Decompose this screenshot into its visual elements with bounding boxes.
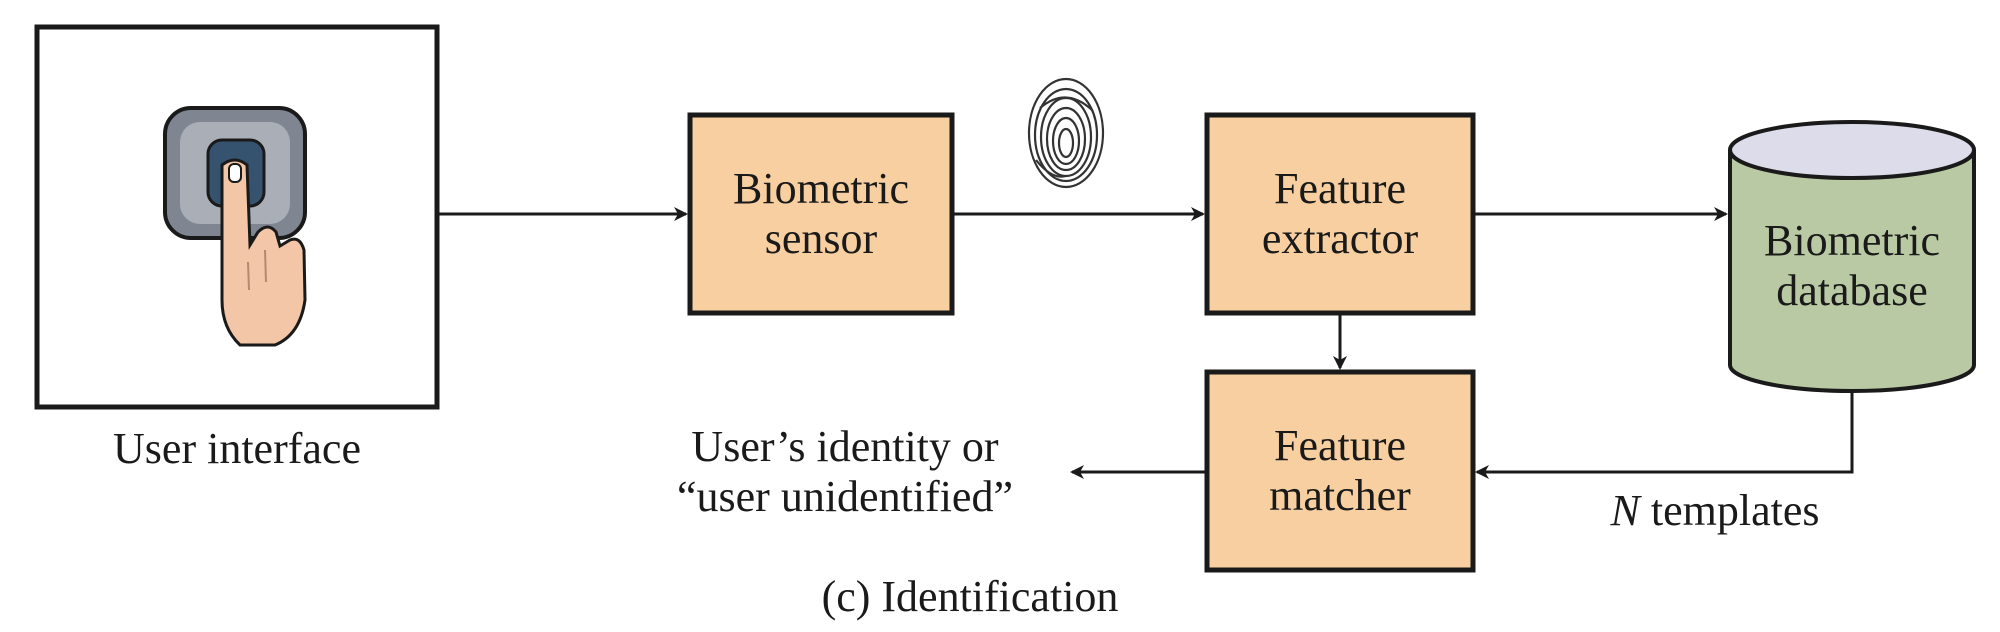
biometric-sensor-label: Biometric sensor [690, 164, 952, 264]
n-templates-label: N templates [1565, 486, 1865, 536]
feature-extractor-line1: Feature [1274, 164, 1406, 213]
feature-extractor-label: Feature extractor [1207, 164, 1473, 264]
biometric-database-line2: database [1776, 266, 1928, 315]
edge-database-to-matcher [1475, 391, 1854, 479]
n-templates-rest: templates [1639, 486, 1820, 535]
output-label: User’s identity or “user unidentified” [620, 422, 1070, 522]
feature-matcher-line1: Feature [1274, 421, 1406, 470]
biometric-sensor-line1: Biometric [733, 164, 909, 213]
feature-extractor-line2: extractor [1261, 214, 1419, 263]
feature-matcher-label: Feature matcher [1207, 421, 1473, 521]
output-line2: “user unidentified” [677, 472, 1013, 521]
biometric-sensor-line2: sensor [764, 214, 878, 263]
figure-caption: (c) Identification [821, 572, 1119, 621]
biometric-database-cylinder [1728, 120, 1976, 393]
fingerprint-icon [1027, 77, 1105, 189]
finger-on-sensor-icon [163, 106, 307, 347]
feature-matcher-line2: matcher [1269, 471, 1411, 520]
biometric-database-label: Biometric database [1730, 216, 1974, 316]
feature-extractor-box [1204, 112, 1476, 316]
n-templates-n: N [1610, 486, 1640, 535]
biometric-database-line1: Biometric [1764, 216, 1940, 265]
user-interface-label: User interface [113, 424, 361, 473]
output-line1: User’s identity or [691, 422, 999, 471]
feature-matcher-box [1204, 369, 1476, 573]
